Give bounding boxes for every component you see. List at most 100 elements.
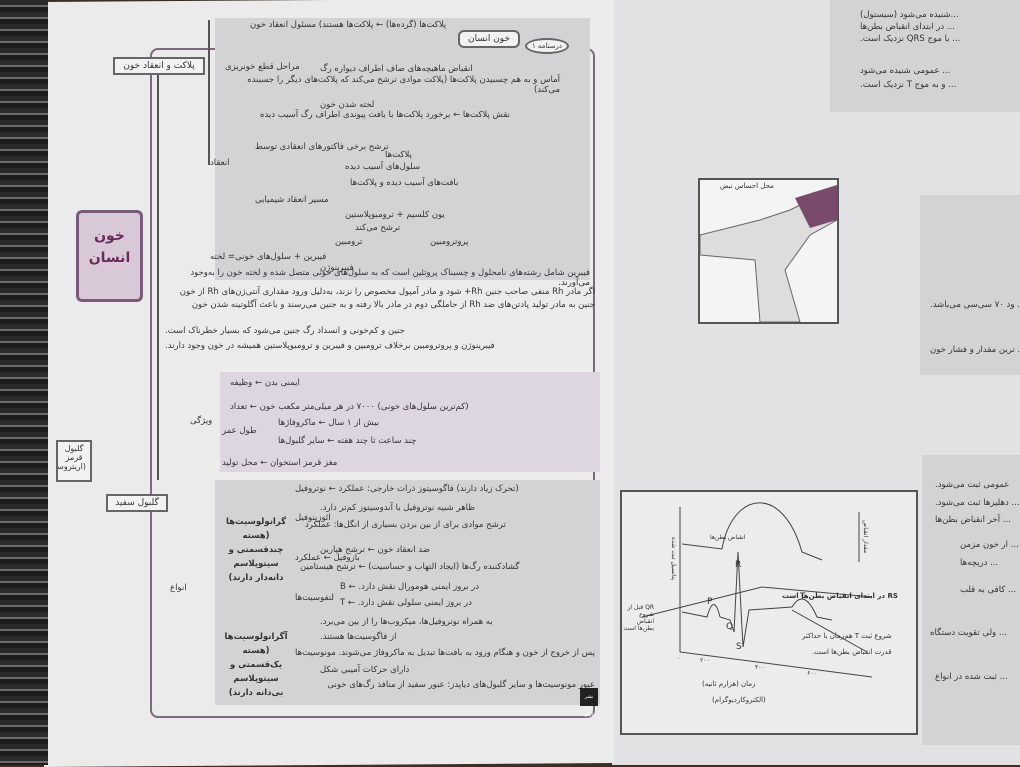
text-line: ... و به موج T نزدیک است.: [860, 80, 957, 90]
annotation-qr: QR قبل از شروع انقباض بطن‌ها است: [623, 604, 654, 632]
wbc-node: گلبول سفید: [106, 494, 168, 512]
side-text: ... ود ۷۰ سی‌سی می‌باشد.: [930, 300, 1020, 310]
wave-q: Q: [726, 622, 734, 632]
text-line: پلاکت‌ها (گرده‌ها) ← پلاکت‌ها هستند) مسئ…: [250, 20, 447, 30]
text-line: دارای حرکات آمیبی شکل: [320, 665, 410, 675]
text-line: به همراه نوتروفیل‌ها، میکروب‌ها را از بی…: [320, 617, 493, 627]
pulse-figure: محل احساس نبض: [698, 178, 839, 324]
header-badge: درسنامه ۱: [525, 38, 569, 54]
features-panel: [220, 372, 600, 472]
tree-line: [157, 60, 159, 480]
text-line: فیبرین + سلول‌های خونی= لخته: [210, 252, 327, 262]
text-line: ... با موج QRS نزدیک است.: [860, 34, 961, 44]
text-line: عمومی ثبت می‌شود.: [935, 480, 1010, 490]
text-line: ائوزینوفیل: [295, 513, 331, 523]
rbc-node: گلبول قرمز (اریتروسیت): [56, 440, 92, 482]
platelet-panel: [215, 18, 590, 280]
text-line: مونوسیت‌ها: [295, 648, 336, 658]
text-line: نقش پلاکت‌ها ← برخورد پلاکت‌ها با بافت پ…: [260, 110, 511, 120]
pressure-label: انقباض بطن‌ها: [710, 534, 746, 541]
text-line: طول عمر: [222, 426, 257, 436]
platelet-node: پلاکت و انعقاد خون: [113, 57, 205, 75]
wave-s: S: [736, 642, 742, 652]
text-line: در بروز ایمنی سلولی نقش دارد. ← T: [340, 598, 472, 608]
info-box-bottom: [922, 455, 1020, 745]
text-line: ترشح برخی فاکتورهای انعقادی توسط: [255, 142, 389, 152]
y-axis-label: پتانسیل ثبت شده: [670, 537, 677, 581]
text-line: ... ار خون مزمن: [960, 540, 1019, 550]
text-line: (کم‌ترین سلول‌های خونی) ۷۰۰۰ در هر میلی‌…: [230, 402, 469, 412]
text-line: ... دهلیزها ثبت می‌شود.: [935, 498, 1020, 508]
text-line: فیبرینوژن و پروترومبین برخلاف ترومبین و …: [165, 341, 495, 351]
text-line: بافت‌های آسیب دیده و پلاکت‌ها: [350, 178, 459, 188]
x-axis-label: زمان (هزارم ثانیه): [702, 680, 756, 688]
text-line: ...شنیده می‌شود (سیستول): [860, 10, 959, 20]
text-line: پلاکت‌ها: [385, 150, 412, 160]
text-line: ترشح می‌کند: [355, 223, 401, 233]
annotation-rs: RS در ابتدای انقباض بطن‌ها است: [782, 592, 898, 600]
text-line: ترومبین: [335, 237, 363, 247]
annotation-t: قدرت انقباض بطن‌ها است.: [812, 648, 892, 656]
info-box-top: [830, 0, 1020, 112]
spiral-binding: [0, 0, 48, 765]
wave-p: P: [707, 597, 713, 607]
text-line: (تحرک زیاد دارند) فاگوسیتوز ذرات خارجی: …: [295, 484, 519, 494]
annotation-t: شروع ثبت T هم‌زمان با حداکثر: [802, 632, 892, 640]
header-tag: خون انسان: [458, 30, 520, 48]
types-label: انواع: [170, 583, 187, 593]
text-line: ترشح موادی برای از بین بردن بسیاری از ان…: [305, 520, 506, 530]
text-line: فیبرین شامل رشته‌های نامحلول و چسبناک پر…: [190, 268, 590, 288]
text-line: در بروز ایمنی هومورال نقش دارد. ← B: [340, 582, 480, 592]
text-line: یون کلسیم + ترومبوپلاستین: [345, 210, 445, 220]
feature-label: ویژگی: [190, 416, 213, 426]
info-box-mid: [920, 195, 1020, 375]
pulse-caption: محل احساس نبض: [720, 182, 774, 190]
text-line: پروترومبین: [430, 237, 469, 247]
publisher-logo: نشر الگو: [580, 688, 598, 718]
text-line: فیبرینوژن: [320, 263, 354, 273]
wave-r: R: [735, 560, 742, 570]
text-line: انقباض ماهیچه‌های صاف اطراف دیواره رگ: [320, 64, 473, 74]
text-line: ... دریچه‌ها: [960, 558, 999, 568]
text-line: جنین به مادر تولید پادتن‌های ضد Rh از حا…: [191, 300, 595, 310]
text-line: ... عمومی شنیده می‌شود: [860, 66, 951, 76]
text-line: سلول‌های آسیب دیده: [345, 162, 421, 172]
text-line: ... ثبت شده در انواع: [935, 672, 1008, 682]
amount-label: مقدار انقباض: [862, 520, 869, 554]
text-line: از فاگوسیت‌ها هستند.: [320, 632, 397, 642]
x-tick: ۰: [677, 655, 681, 662]
x-tick: ۴۰۰: [755, 664, 765, 671]
ecg-figure: انقباض بطن‌ها مقدار انقباض پتانسیل ثبت ش…: [620, 490, 918, 735]
text-line: بیش از ۱ سال ← ماکروفاژها: [278, 418, 380, 428]
text-line: عبور مونوسیت‌ها و سایر گلبول‌های دیاپدز:…: [327, 680, 595, 690]
text-line: ... در ابتدای انقباض بطن‌ها: [860, 22, 955, 32]
text-line: جنین و کم‌خونی و انسداد رگ جنین می‌شود ک…: [165, 326, 405, 336]
ecg-plot: [641, 502, 873, 678]
text-line: لنفوسیت‌ها: [295, 593, 334, 603]
text-line: مسیر انعقاد شیمیایی: [255, 195, 329, 205]
types-panel: [215, 480, 600, 705]
text-line: ... ولی تقویت دستگاه: [930, 628, 1007, 638]
granulocytes-node: گرانولوسیت‌ها (هسته چندقسمتی و سیتوپلاسم…: [225, 517, 287, 583]
text-line: مغز قرمز استخوان ← محل تولید: [222, 458, 338, 468]
text-line: ضد انعقاد خون ← ترشح هپارین: [320, 545, 430, 555]
text-line: مراحل قطع خونریزی: [225, 62, 300, 72]
agranulocytes-node: آگرانولوسیت‌ها (هسته یک‌قسمتی و سیتوپلاس…: [224, 632, 288, 698]
x-tick: ۲۰۰: [700, 657, 710, 664]
text-line: چند ساعت تا چند هفته ← سایر گلبول‌ها: [278, 436, 417, 446]
text-line: بازوفیل ← عملکرد: [295, 553, 360, 563]
text-line: پس از خروج از خون و هنگام ورود به بافت‌ه…: [338, 648, 595, 658]
ecg-caption: (الکتروکاردیوگرام): [712, 696, 766, 704]
text-line: گشادکننده رگ‌ها (ایجاد التهاب و حساسیت) …: [300, 562, 520, 572]
text-line: ... کافی به قلب: [960, 585, 1017, 595]
hand-illustration: [700, 185, 837, 322]
text-line: انعقاد: [210, 158, 230, 168]
main-topic: خون انسان: [76, 210, 143, 302]
wave-t: T: [800, 592, 806, 602]
text-line: لخته شدن خون: [320, 100, 375, 110]
ecg-wave: [681, 551, 833, 648]
side-text: ... ترین مقدار و فشار خون: [930, 345, 1020, 355]
text-line: آماس و به هم چسبیدن پلاکت‌ها (پلاکت مواد…: [247, 75, 560, 95]
tree-line: [208, 20, 210, 165]
text-line: ... آخر انقباض بطن‌ها: [935, 515, 1011, 525]
